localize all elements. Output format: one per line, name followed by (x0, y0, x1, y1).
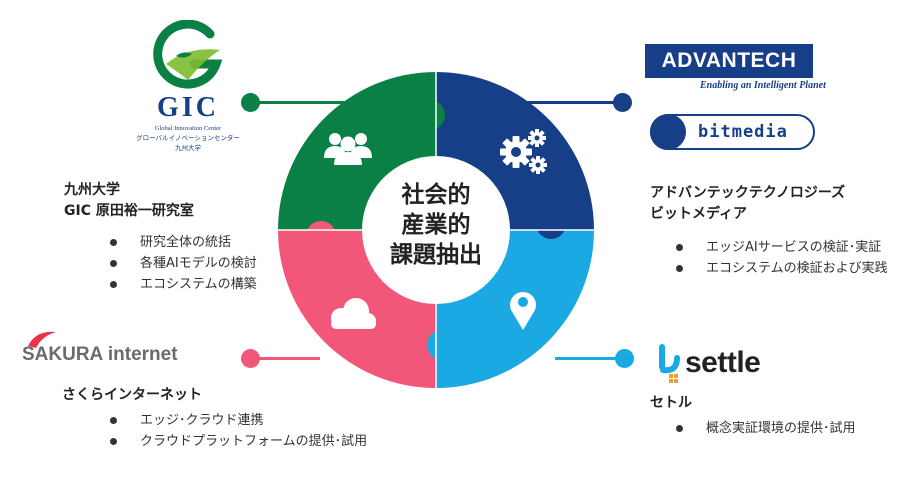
advantech-org-line1: アドバンテックテクノロジーズ (650, 185, 846, 201)
list-item: 研究全体の統括 (110, 232, 257, 253)
settle-mark-icon (659, 344, 680, 383)
gic-org-line2: GIC 原田裕一研究室 (64, 203, 194, 219)
settle-logo-text: settle (685, 346, 761, 379)
advantech-org-line2: ビットメディア (650, 206, 748, 222)
list-item: 概念実証環境の提供･試用 (676, 418, 856, 439)
location-pin-icon (510, 292, 536, 330)
advantech-bullet-list: エッジAIサービスの検証･実証 エコシステムの検証および実践 (676, 237, 888, 279)
puzzle-tab-top (415, 100, 445, 130)
sakura-bullet-list: エッジ･クラウド連携 クラウドプラットフォームの提供･試用 (110, 410, 367, 452)
puzzle-ring (276, 70, 596, 390)
list-item: クラウドプラットフォームの提供･試用 (110, 431, 367, 452)
sakura-logo-text: SAKURA internet (22, 344, 178, 365)
advantech-tagline: Enabling an Intelligent Planet (700, 80, 826, 91)
list-item: 各種AIモデルの検討 (110, 253, 257, 274)
list-item: エッジAIサービスの検証･実証 (676, 237, 888, 258)
people-group-icon (324, 133, 372, 165)
bitmedia-logo-text: bitmedia (698, 122, 788, 142)
settle-logo: settle (655, 340, 805, 386)
list-item: エコシステムの検証および実践 (676, 258, 888, 279)
sakura-org-name: さくらインターネット (62, 387, 202, 403)
connector-line-advantech (525, 101, 623, 104)
settle-org-name: セトル (650, 395, 692, 411)
settle-bullet-list: 概念実証環境の提供･試用 (676, 418, 856, 439)
list-item: エッジ･クラウド連携 (110, 410, 367, 431)
gic-logo-sub2: グローバルイノベーションセンター (136, 134, 240, 142)
gic-logo-text: GIC (157, 92, 219, 123)
puzzle-tab-bottom (427, 330, 457, 360)
connector-dot-advantech (613, 93, 632, 112)
advantech-logo-text: ADVANTECH (661, 49, 797, 72)
connector-line-settle (555, 357, 625, 360)
sakura-logo: SAKURA internet (18, 328, 233, 370)
gic-org-name: 九州大学 GIC 原田裕一研究室 (64, 180, 194, 222)
list-item: エコシステムの構築 (110, 274, 257, 295)
bitmedia-logo: bitmedia (650, 114, 815, 150)
center-title-line3: 課題抽出 (390, 242, 482, 268)
gic-logo-sub3: 九州大学 (175, 144, 201, 152)
advantech-org-name: アドバンテックテクノロジーズ ビットメディア (650, 183, 845, 225)
connector-line-sakura (250, 357, 320, 360)
connector-line-gic (250, 101, 345, 104)
center-title-line2: 産業的 (401, 212, 471, 238)
sakura-swoosh-icon (28, 331, 56, 348)
gic-emblem-icon (153, 20, 223, 89)
advantech-logo: ADVANTECH (645, 44, 813, 78)
bitmedia-logo-circle (650, 114, 686, 150)
center-title: 社会的 産業的 課題抽出 (376, 180, 496, 270)
gic-logo: GIC Global Innovation Center グローバルイノベーショ… (118, 20, 258, 153)
cloud-icon (331, 298, 376, 329)
connector-dot-settle (615, 349, 634, 368)
puzzle-tab-left (306, 221, 336, 251)
center-circle (362, 156, 510, 304)
gic-bullet-list: 研究全体の統括 各種AIモデルの検討 エコシステムの構築 (110, 232, 257, 295)
gears-icon (500, 129, 547, 174)
puzzle-tab-right (536, 209, 566, 239)
gic-logo-sub1: Global Innovation Center (154, 125, 222, 132)
connector-dot-sakura (241, 349, 260, 368)
gic-org-line1: 九州大学 (64, 182, 120, 198)
connector-dot-gic (241, 93, 260, 112)
center-title-line1: 社会的 (401, 182, 471, 208)
